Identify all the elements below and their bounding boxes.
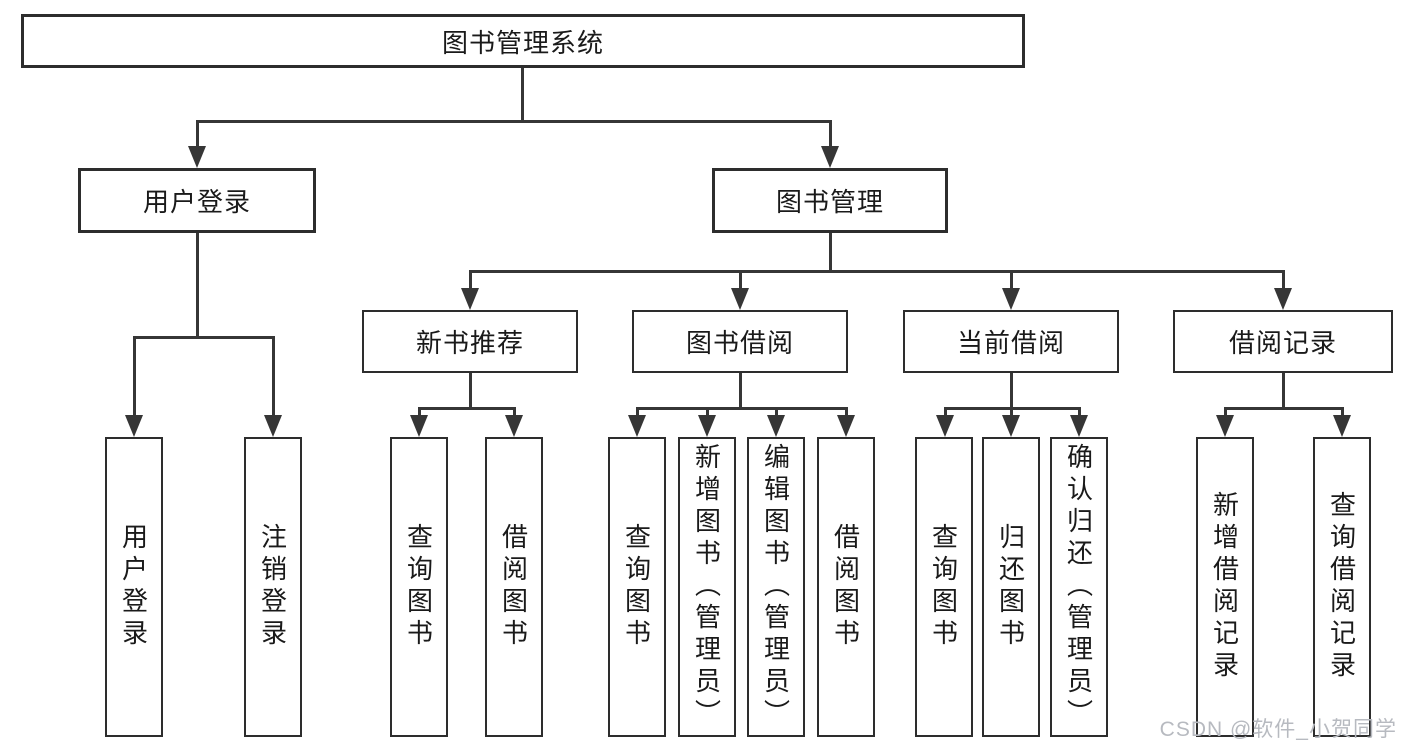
arrow-down-icon (1002, 415, 1020, 437)
connector-userlogin-stem (196, 233, 199, 339)
node-label: 借阅图书 (830, 523, 861, 651)
connector-drop (1078, 407, 1081, 419)
arrow-down-icon (1333, 415, 1351, 437)
leaf-user-login: 用户登录 (105, 437, 163, 737)
leaf-borrow-books-recommend: 借阅图书 (485, 437, 543, 737)
arrow-down-icon (410, 415, 428, 437)
connector-rail (1224, 407, 1344, 410)
csdn-watermark: CSDN @软件_小贺同学 (1159, 718, 1397, 741)
node-label: 查询图书 (621, 523, 652, 651)
connector-drop (1224, 407, 1227, 419)
node-label: 查询图书 (928, 523, 959, 651)
connector-drop (829, 120, 832, 150)
node-new-book-recommend: 新书推荐 (362, 310, 578, 373)
arrow-down-icon (731, 288, 749, 310)
node-root-library-system: 图书管理系统 (21, 14, 1025, 68)
arrow-down-icon (1216, 415, 1234, 437)
leaf-edit-books-admin: 编辑图书（管理员） (747, 437, 805, 737)
leaf-confirm-return-admin: 确认归还（管理员） (1050, 437, 1108, 737)
node-label: 确认归还（管理员） (1063, 443, 1094, 731)
connector-drop (469, 270, 472, 292)
leaf-query-books-current: 查询图书 (915, 437, 973, 737)
arrow-down-icon (1274, 288, 1292, 310)
node-user-login: 用户登录 (78, 168, 316, 233)
node-current-borrowing: 当前借阅 (903, 310, 1119, 373)
connector-drop (196, 120, 199, 150)
connector-rail (418, 407, 516, 410)
leaf-query-borrow-record: 查询借阅记录 (1313, 437, 1371, 737)
node-label: 图书管理 (775, 187, 884, 217)
arrow-down-icon (188, 146, 206, 168)
arrow-down-icon (936, 415, 954, 437)
connector-drop (1010, 270, 1013, 292)
connector-bookmgmt-stem (829, 233, 832, 273)
node-label: 注销登录 (257, 523, 288, 651)
connector-root-rail (196, 120, 832, 123)
arrow-down-icon (767, 415, 785, 437)
arrow-down-icon (505, 415, 523, 437)
node-label: 归还图书 (995, 523, 1026, 651)
node-label: 新增借阅记录 (1209, 491, 1240, 683)
arrow-down-icon (1070, 415, 1088, 437)
connector-drop (1282, 270, 1285, 292)
node-label: 借阅图书 (498, 523, 529, 651)
node-label: 查询借阅记录 (1326, 491, 1357, 683)
arrow-down-icon (698, 415, 716, 437)
node-label: 用户登录 (118, 523, 149, 651)
connector-drop (845, 407, 848, 419)
connector-drop (418, 407, 421, 419)
node-label: 编辑图书（管理员） (760, 443, 791, 731)
node-label: 用户登录 (142, 187, 251, 217)
connector-drop (775, 407, 778, 419)
node-book-borrowing: 图书借阅 (632, 310, 848, 373)
leaf-logout: 注销登录 (244, 437, 302, 737)
leaf-borrow-books: 借阅图书 (817, 437, 875, 737)
node-borrowing-records: 借阅记录 (1173, 310, 1393, 373)
connector-stem (1282, 373, 1285, 410)
node-label: 查询图书 (403, 523, 434, 651)
connector-root-stem (521, 68, 524, 122)
node-label: 当前借阅 (956, 328, 1065, 358)
arrow-down-icon (264, 415, 282, 437)
leaf-add-borrow-record: 新增借阅记录 (1196, 437, 1254, 737)
leaf-add-books-admin: 新增图书（管理员） (678, 437, 736, 737)
connector-drop (272, 336, 275, 418)
arrow-down-icon (628, 415, 646, 437)
arrow-down-icon (1002, 288, 1020, 310)
node-label: 借阅记录 (1228, 328, 1337, 358)
connector-drop (944, 407, 947, 419)
node-label: 新书推荐 (415, 328, 524, 358)
connector-drop (706, 407, 709, 419)
connector-drop (1341, 407, 1344, 419)
connector-bookmgmt-rail (469, 270, 1285, 273)
arrow-down-icon (125, 415, 143, 437)
connector-drop (1010, 407, 1013, 419)
connector-userlogin-rail (133, 336, 275, 339)
arrow-down-icon (461, 288, 479, 310)
node-label: 图书借阅 (685, 328, 794, 358)
connector-drop (133, 336, 136, 418)
connector-stem (1010, 373, 1013, 410)
node-book-management: 图书管理 (712, 168, 948, 233)
connector-drop (513, 407, 516, 419)
leaf-query-books-recommend: 查询图书 (390, 437, 448, 737)
node-label: 新增图书（管理员） (691, 443, 722, 731)
connector-drop (636, 407, 639, 419)
connector-rail (636, 407, 848, 410)
node-label: 图书管理系统 (441, 27, 604, 58)
arrow-down-icon (821, 146, 839, 168)
connector-stem (469, 373, 472, 410)
arrow-down-icon (837, 415, 855, 437)
leaf-query-books-borrowing: 查询图书 (608, 437, 666, 737)
connector-stem (739, 373, 742, 410)
connector-drop (739, 270, 742, 292)
leaf-return-books: 归还图书 (982, 437, 1040, 737)
